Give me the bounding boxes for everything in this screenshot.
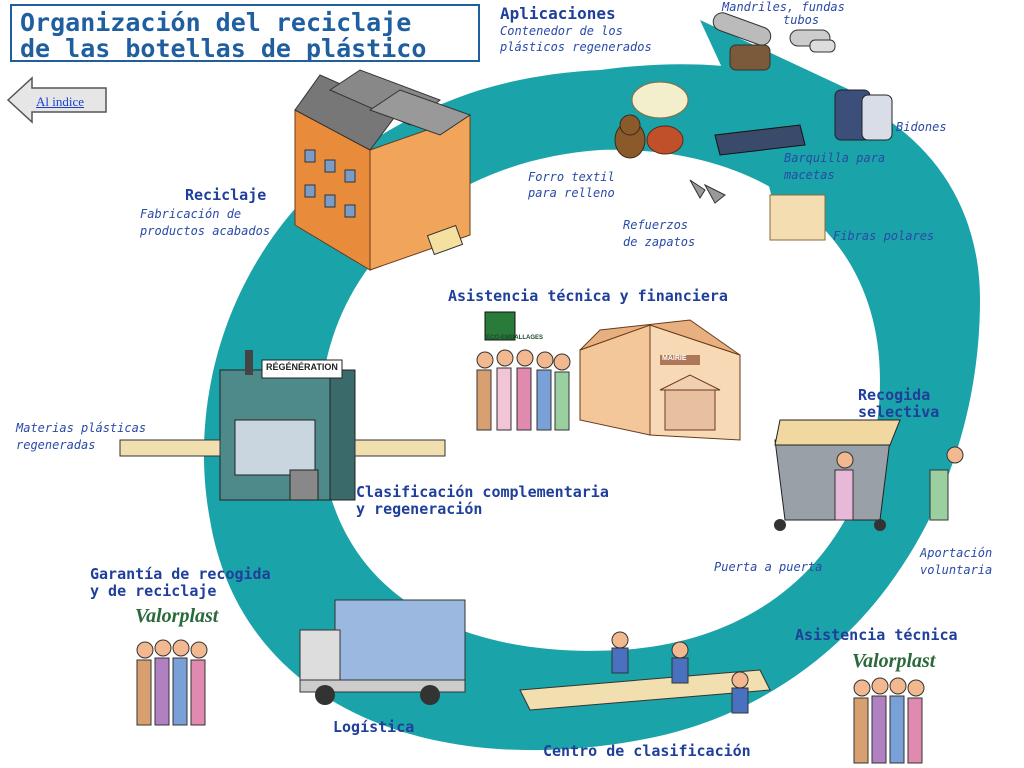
asistencia-financiera-title: Asistencia técnica y financiera <box>448 287 728 305</box>
reciclaje-sub-2: productos acabados <box>140 224 271 238</box>
back-to-index-label[interactable]: Al indice <box>36 94 85 109</box>
refuerzos-label-1: Refuerzos <box>623 218 689 232</box>
reciclaje-sub-1: Fabricación de <box>140 207 242 221</box>
aportacion-label-2: voluntaria <box>920 563 993 577</box>
collection-bin-illustration <box>774 419 964 531</box>
logistica-title: Logística <box>333 718 415 736</box>
back-to-index-button[interactable]: Al indice <box>6 76 110 124</box>
recogida-title-1: Recogida <box>858 386 931 404</box>
forro-label-2: para relleno <box>528 186 615 200</box>
regeneration-sign: RÉGÉNÉRATION <box>266 362 338 372</box>
valorplast-logo-left: Valorplast <box>135 605 219 627</box>
refuerzos-label-2: de zapatos <box>623 235 696 249</box>
reciclaje-title: Reciclaje <box>185 186 267 204</box>
mandriles-label-2: tubos <box>783 13 820 27</box>
tray-illustration <box>714 124 806 156</box>
bidones-label: Bidones <box>896 120 947 134</box>
centro-title: Centro de clasificación <box>543 742 751 760</box>
truck-illustration <box>299 599 466 705</box>
aplicaciones-sub-2: plásticos regenerados <box>500 40 652 54</box>
valorplast-logo-right: Valorplast <box>852 650 936 672</box>
garantia-title-2: y de reciclaje <box>90 582 217 600</box>
tubes-illustration <box>712 12 836 71</box>
aplicaciones-title: Aplicaciones <box>500 4 616 23</box>
materias-label-1: Materias plásticas <box>16 421 147 435</box>
clasificacion-title-2: y regeneración <box>356 500 483 518</box>
sorting-conveyor-illustration <box>519 631 771 714</box>
puerta-label: Puerta a puerta <box>714 560 823 574</box>
barquilla-label-2: macetas <box>784 168 835 182</box>
barquilla-label-1: Barquilla para <box>784 151 886 165</box>
aplicaciones-sub-1: Contenedor de los <box>500 24 623 38</box>
mairie-sign: MAIRIE <box>662 355 687 362</box>
town-hall-illustration <box>579 319 741 441</box>
mandriles-label-1: Mandriles, fundas <box>722 0 845 14</box>
stuffing-illustration <box>614 81 689 159</box>
aportacion-label-1: Aportación <box>920 546 993 560</box>
recogida-title-2: selectiva <box>858 403 940 421</box>
materias-label-2: regeneradas <box>16 438 96 452</box>
regeneration-machine <box>119 350 446 501</box>
jugs-illustration <box>834 89 893 141</box>
fleece-illustration <box>769 194 826 241</box>
people-group-eco <box>476 311 571 431</box>
people-group-valorplast-right <box>853 677 925 764</box>
asistencia-tecnica-title: Asistencia técnica <box>795 626 958 644</box>
shoe-reinforcement-illustration <box>689 179 726 204</box>
title-line-2: de las botellas de plástico <box>20 34 427 63</box>
title-line-1: Organización del reciclaje <box>20 8 412 37</box>
title-box: Organización del reciclaje de las botell… <box>10 4 480 63</box>
garantia-title-1: Garantía de recogida <box>90 565 271 583</box>
clasificacion-title-1: Clasificación complementaria <box>356 483 609 501</box>
cycle-arrow-head <box>700 20 850 230</box>
forro-label-1: Forro textil <box>528 170 615 184</box>
people-group-valorplast-left <box>136 639 208 726</box>
cycle-ring <box>203 64 980 751</box>
fibras-label: Fibras polares <box>833 229 935 243</box>
factory-illustration <box>294 69 472 271</box>
eco-emballages-logo: ECO-EMBALLAGES <box>486 335 543 341</box>
left-arrow-icon <box>6 76 107 124</box>
